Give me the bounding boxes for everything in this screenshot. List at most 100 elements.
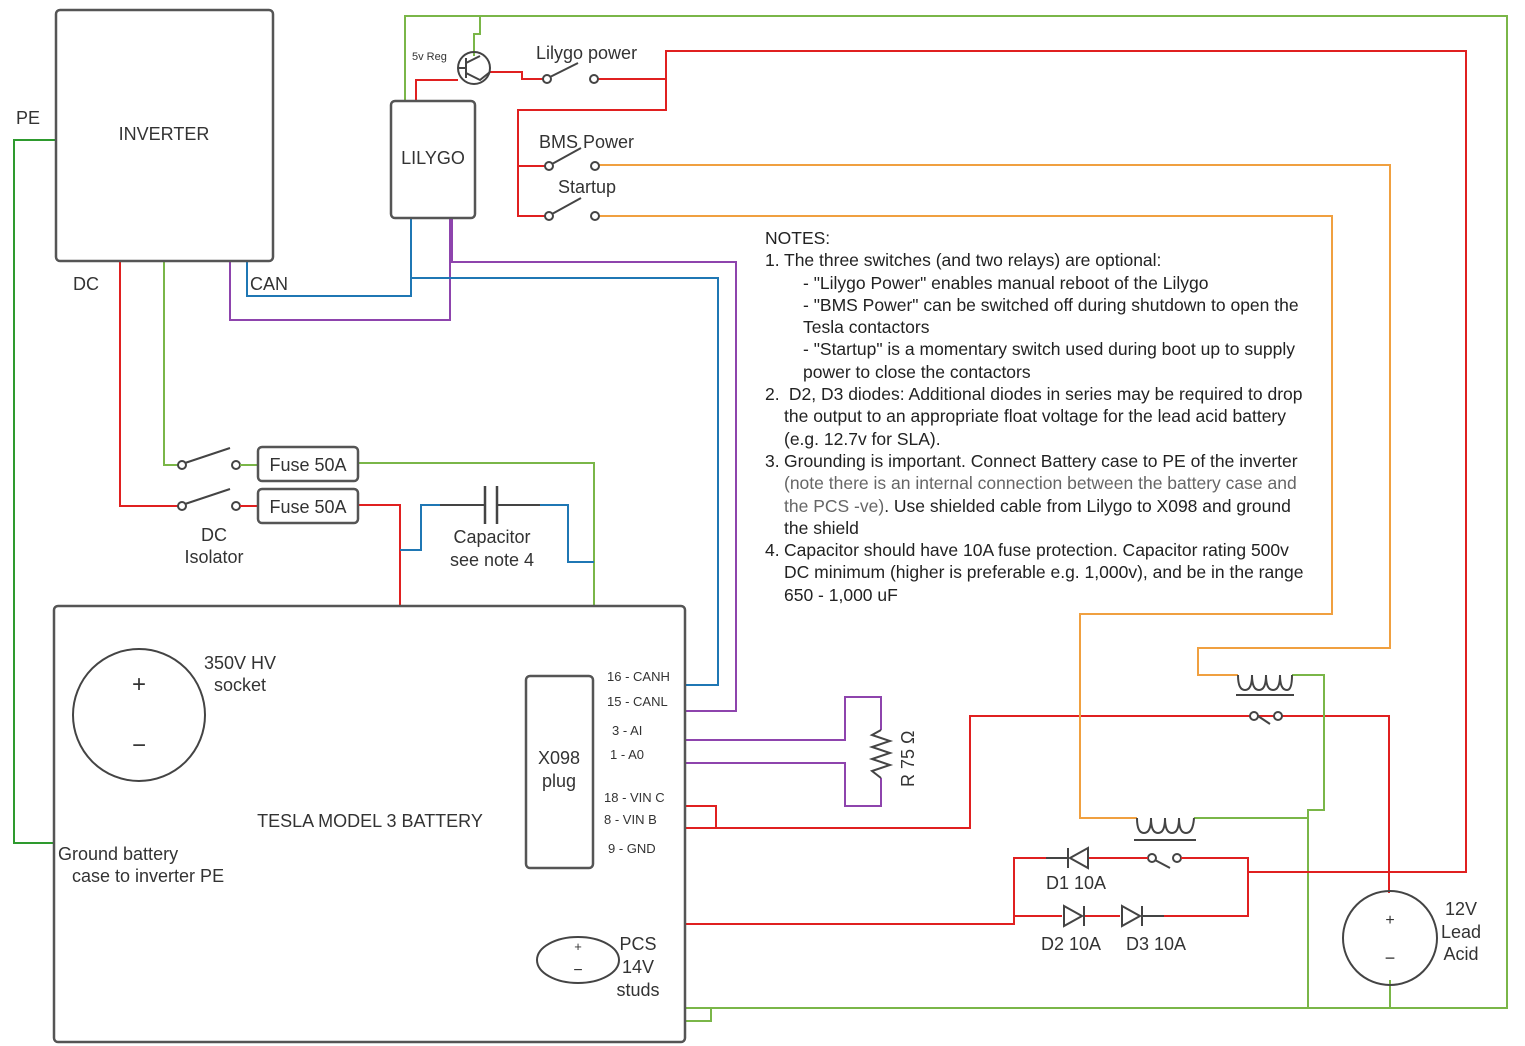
lead-acid-label-2: Lead	[1441, 922, 1481, 942]
note-3-text-b: (note there is an internal connection be…	[784, 473, 1297, 516]
note-4-text: Capacitor should have 10A fuse protectio…	[784, 540, 1304, 605]
fuse-negative-box	[256, 445, 360, 483]
x098-plug-box	[524, 674, 595, 870]
pin-canh-label: 16 - CANH	[607, 669, 670, 684]
note-1-item-startup: - "Startup" is a momentary switch used d…	[803, 339, 1295, 382]
lead-acid-ground-wire	[579, 980, 1391, 1009]
pe-label: PE	[16, 108, 40, 128]
pin-a0-label: 1 - A0	[610, 747, 644, 762]
can-low-wire-inverter	[229, 218, 451, 321]
note-1-item-lilygo-power: - "Lilygo Power" enables manual reboot o…	[803, 272, 1209, 293]
startup-label: Startup	[558, 177, 616, 197]
note-3-number: 3.	[765, 450, 780, 471]
lead-acid-label-3: Acid	[1443, 944, 1478, 964]
vin-b-wire	[594, 715, 1297, 829]
capacitor-wire-left	[400, 504, 440, 551]
capacitor-label-2: see note 4	[450, 550, 534, 570]
hv-socket-label-2: socket	[214, 675, 266, 695]
note-2-text: D2, D3 diodes: Additional diodes in seri…	[784, 384, 1303, 449]
pin-vinb-label: 8 - VIN B	[604, 812, 657, 827]
fuse-positive-box	[256, 487, 360, 525]
dc-positive-wire-inverter	[119, 261, 178, 507]
dc-isolator-label-1: DC	[201, 525, 227, 545]
lead-acid-battery-icon	[1342, 890, 1438, 986]
diode-d2-label: D2 10A	[1041, 934, 1101, 954]
pcs-label-3: studs	[616, 980, 659, 1000]
pcs-plus: +	[574, 939, 582, 954]
diode-d3-icon	[1121, 904, 1164, 928]
relay-bms-switch-icon	[1249, 711, 1283, 725]
inverter-box	[54, 8, 275, 263]
hv-socket-plus: +	[132, 671, 146, 698]
notes-list: 1.The three switches (and two relays) ar…	[765, 249, 1305, 606]
notes-panel: NOTES: 1.The three switches (and two rel…	[765, 227, 1305, 606]
diode-d3-label: D3 10A	[1126, 934, 1186, 954]
startup-switch-icon	[544, 197, 600, 221]
note-3-text-c: . Use shielded cable from Lilygo to X098…	[784, 495, 1291, 538]
bms-power-enable-wire	[598, 164, 1391, 676]
dc-isolator-switch-negative-icon	[177, 447, 241, 470]
note-1-item-bms-power: - "BMS Power" can be switched off during…	[803, 294, 1299, 338]
hv-socket-label-1: 350V HV	[204, 653, 276, 673]
x098-label-1: X098	[538, 748, 580, 768]
pin-vinc-label: 18 - VIN C	[604, 790, 665, 805]
switch-feed-wire	[517, 79, 667, 217]
note-1: 1.The three switches (and two relays) ar…	[765, 249, 1305, 383]
relay-bms-coil-ground	[1292, 674, 1325, 1008]
pin-canl-label: 15 - CANL	[607, 694, 668, 709]
fuse-positive-label: Fuse 50A	[269, 497, 346, 517]
hv-socket-icon	[72, 648, 206, 782]
lilygo-power-switch-icon	[542, 62, 599, 84]
regulator-output-wire	[490, 71, 543, 80]
regulator-icon	[457, 51, 491, 85]
x098-label-2: plug	[542, 771, 576, 791]
note-3: 3.Grounding is important. Connect Batter…	[765, 450, 1305, 539]
can-low-wire-x098	[451, 218, 737, 712]
dc-negative-wire-inverter	[163, 261, 178, 466]
bms-power-switch-icon	[544, 147, 600, 171]
lead-acid-label-1: 12V	[1445, 899, 1477, 919]
dc-isolator-label-2: Isolator	[184, 547, 243, 567]
pcs-label-1: PCS	[619, 934, 656, 954]
resistor-wire-ai	[594, 696, 882, 741]
pe-wire	[13, 139, 56, 844]
can-label: CAN	[250, 274, 288, 294]
lead-acid-minus: −	[1385, 948, 1396, 968]
ground-note-line-2: case to inverter PE	[72, 866, 224, 886]
lead-acid-positive-wire	[1248, 871, 1390, 893]
lilygo-power-switch-wire	[598, 50, 1467, 873]
capacitor-wire-right	[540, 504, 594, 563]
lilygo-supply-wire	[415, 79, 458, 101]
fuse-negative-label: Fuse 50A	[269, 455, 346, 475]
lilygo-power-label: Lilygo power	[536, 43, 637, 63]
pcs-label-2: 14V	[622, 957, 654, 977]
relay-bms-output-wire	[1281, 715, 1390, 893]
ground-note-line-1: Ground battery	[58, 844, 178, 864]
resistor-label: R 75 Ω	[898, 731, 918, 787]
diode-d2-icon	[1063, 904, 1085, 928]
note-2-number: 2.	[765, 384, 780, 405]
note-4: 4.Capacitor should have 10A fuse protect…	[765, 539, 1305, 606]
relay-startup-coil-icon	[1134, 817, 1196, 841]
diode-d1-label: D1 10A	[1046, 873, 1106, 893]
dc-label: DC	[73, 274, 99, 294]
note-1-text: The three switches (and two relays) are …	[784, 250, 1162, 271]
regulator-ground-wire	[473, 16, 481, 56]
pcs-minus: −	[573, 962, 582, 979]
note-3-text-a: Grounding is important. Connect Battery …	[784, 450, 1298, 471]
hv-socket-minus: −	[132, 732, 146, 759]
note-4-number: 4.	[765, 540, 780, 561]
lilygo-box	[389, 99, 477, 220]
regulator-label: 5v Reg	[412, 51, 447, 63]
note-2: 2. D2, D3 diodes: Additional diodes in s…	[765, 383, 1305, 450]
capacitor-icon	[440, 486, 540, 524]
notes-title: NOTES:	[765, 228, 831, 248]
pcs-studs-icon	[536, 936, 620, 984]
relay-bms-coil-icon	[1236, 674, 1294, 696]
inverter-label: INVERTER	[119, 124, 210, 144]
resistor-wire-a0	[594, 762, 882, 807]
pin-gnd-label: 9 - GND	[608, 841, 656, 856]
tesla-battery-label: TESLA MODEL 3 BATTERY	[257, 811, 483, 831]
diode-d1-icon	[1046, 846, 1089, 870]
